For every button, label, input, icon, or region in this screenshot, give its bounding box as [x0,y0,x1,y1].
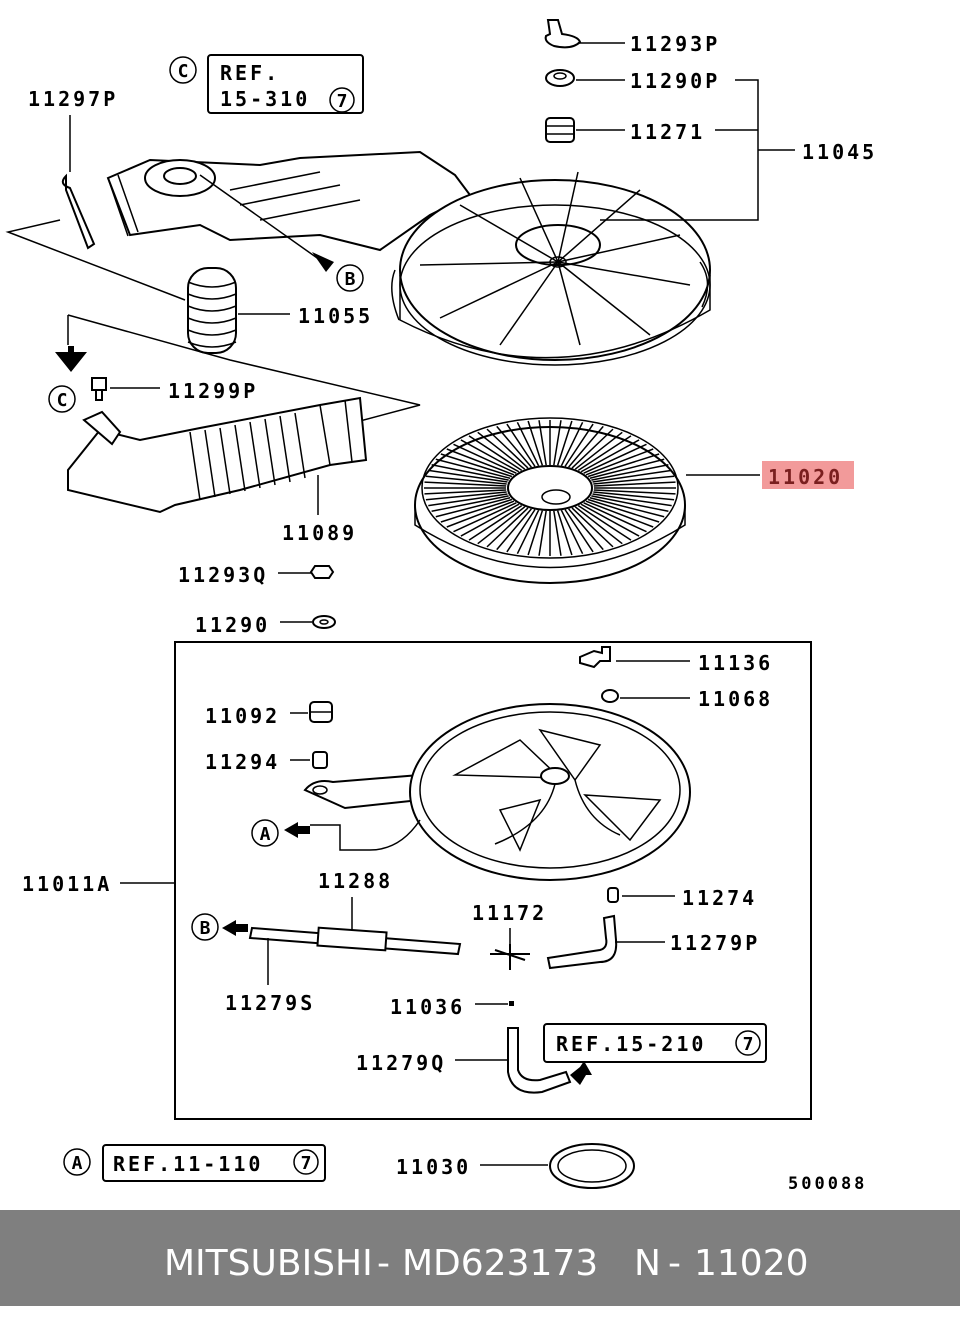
label-11068: 11068 [698,687,773,711]
label-11030: 11030 [396,1155,471,1179]
footer-brand: MITSUBISHI [164,1243,373,1284]
marker-b-label-mid: B [200,918,211,939]
label-11293P: 11293P [630,32,720,56]
label-11036: 11036 [390,995,465,1019]
footer-separator-1: - [377,1243,390,1284]
ref-c-line2: 15-310 [220,87,310,111]
footer-bar: MITSUBISHI - MD623173 N - 11020 [0,1210,960,1306]
ref-mid-num: 7 [743,1034,754,1055]
label-11290: 11290 [195,613,270,637]
label-11279Q: 11279Q [356,1051,446,1075]
label-11136: 11136 [698,651,773,675]
label-11279P: 11279P [670,931,760,955]
part-11297P: 11297P [28,87,118,250]
label-11279S: 11279S [225,991,315,1015]
part-11055: 11055 [187,267,373,354]
label-11020: 11020 [768,465,843,489]
marker-c: C [178,61,189,82]
ref-box-c: C REF. 15-310 7 [169,54,364,114]
marker-b-top: B [199,174,364,292]
marker-b-mid: B [191,913,248,941]
part-11299P: 11299P [91,377,258,403]
ref-box-mid: REF.15-210 7 [543,1023,767,1063]
label-11288: 11288 [318,869,393,893]
label-11172: 11172 [472,901,547,925]
part-11294: 11294 [205,750,328,774]
part-11089: 11089 [67,396,368,545]
part-11030: 11030 [396,1143,635,1189]
label-11045: 11045 [802,140,877,164]
ref-c-line1: REF. [220,61,280,85]
part-11288: 11288 [248,869,462,956]
ref-a-text: REF.11-110 [113,1152,263,1176]
footer-separator-2: - [668,1243,681,1284]
lower-case-11011A: 11011A [22,703,691,896]
part-11271: 11271 [545,117,705,144]
label-11299P: 11299P [168,379,258,403]
diagram-code: 500088 [788,1174,867,1194]
part-11092: 11092 [205,701,333,728]
label-11092: 11092 [205,704,280,728]
ref-box-a: A REF.11-110 7 [63,1144,326,1182]
footer-position: 11020 [694,1243,809,1284]
label-11089: 11089 [282,521,357,545]
part-11293Q: 11293Q [178,563,335,587]
highlight-11020 [762,461,854,489]
label-11290P: 11290P [630,69,720,93]
label-11011A: 11011A [22,872,112,896]
marker-a-label-mid: A [260,824,271,845]
label-11293Q: 11293Q [178,563,268,587]
guide-lines [5,219,421,426]
part-11290: 11290 [195,613,336,637]
parts-diagram: C REF. 15-310 7 11297P [5,19,877,1194]
label-11297P: 11297P [28,87,118,111]
part-11136: 11136 [579,646,773,675]
marker-a-label-bottom: A [72,1153,83,1174]
part-11274: 11274 [607,886,757,910]
footer-part-number: MD623173 [402,1243,599,1284]
label-11274: 11274 [682,886,757,910]
footer-position-prefix: N [634,1243,661,1284]
part-11290P: 11290P [545,69,720,93]
label-11271: 11271 [630,120,705,144]
marker-a-mid: A [251,819,310,847]
upper-case-assembly [106,150,711,366]
part-11293P: 11293P [544,19,720,56]
lower-case-box [174,641,812,1120]
part-11279P: 11279P [546,914,760,970]
bracket-11045: 11045 [600,79,877,221]
label-11294: 11294 [205,750,280,774]
marker-b-label-top: B [345,269,356,290]
label-11055: 11055 [298,304,373,328]
ref-c-num: 7 [337,91,348,112]
marker-c-label-left: C [57,390,68,411]
part-11279S: 11279S [225,938,315,1015]
part-11279Q: 11279Q [356,1027,592,1094]
part-11068: 11068 [601,687,773,711]
part-11020-filter: 11020 [414,417,854,584]
ref-a-num: 7 [301,1153,312,1174]
part-11036: 11036 [390,995,514,1019]
ref-mid-text: REF.15-210 [556,1032,706,1056]
part-11172: 11172 [472,901,547,970]
marker-c-left: C [48,346,87,413]
